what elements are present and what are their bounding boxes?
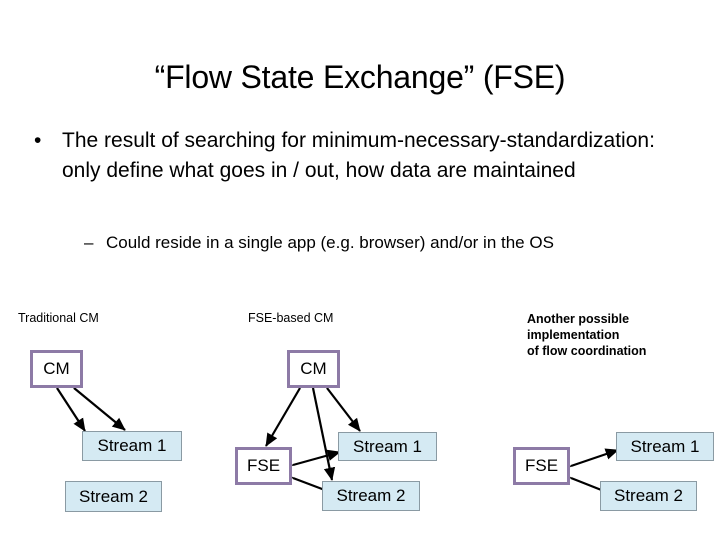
- node-mid-cm[interactable]: CM: [287, 350, 340, 388]
- node-label: FSE: [246, 456, 281, 475]
- node-label: FSE: [524, 456, 559, 475]
- diagram-column-label-traditional: Traditional CM: [18, 311, 99, 325]
- edge-left-cm-stream2: [45, 374, 86, 432]
- bullet-level-2: – Could reside in a single app (e.g. bro…: [84, 231, 694, 255]
- node-right-stream-2[interactable]: Stream 2: [600, 481, 697, 511]
- node-label: Stream 2: [614, 486, 683, 505]
- node-mid-stream-1[interactable]: Stream 1: [338, 432, 437, 461]
- page-title: “Flow State Exchange” (FSE): [154, 59, 566, 95]
- node-label: Stream 2: [79, 486, 148, 506]
- node-label: CM: [300, 359, 327, 378]
- node-mid-stream-2[interactable]: Stream 2: [322, 481, 420, 511]
- node-mid-fse[interactable]: FSE: [235, 447, 292, 485]
- diagram-column-label-fse-based: FSE-based CM: [248, 311, 334, 325]
- node-right-fse[interactable]: FSE: [513, 447, 570, 485]
- node-left-cm[interactable]: CM: [30, 350, 83, 388]
- edge-mid-cm-fse: [265, 374, 312, 447]
- node-label: Stream 1: [353, 436, 422, 456]
- edge-mid-cm-stream1: [314, 374, 361, 432]
- node-label: CM: [43, 359, 70, 378]
- diagram-note: Another possible implementation of flow …: [527, 312, 647, 358]
- node-right-stream-1[interactable]: Stream 1: [616, 432, 714, 461]
- node-left-stream-2[interactable]: Stream 2: [65, 481, 162, 512]
- bullet-text: The result of searching for minimum-nece…: [62, 129, 655, 182]
- node-label: Stream 1: [630, 436, 700, 456]
- edge-left-cm-stream1: [60, 375, 126, 431]
- edge-mid-cm-stream2: [304, 374, 336, 481]
- node-left-stream-1[interactable]: Stream 1: [82, 431, 182, 461]
- node-label: Stream 2: [336, 486, 406, 505]
- bullet-level-1: • The result of searching for minimum-ne…: [34, 126, 674, 186]
- node-label: Stream 1: [97, 436, 167, 455]
- sub-bullet-marker: –: [84, 233, 94, 252]
- edge-right-fse-stream1: [557, 448, 619, 476]
- sub-bullet-text: Could reside in a single app (e.g. brows…: [106, 233, 554, 252]
- edge-mid-fse-stream1: [279, 449, 341, 474]
- bullet-marker: •: [34, 129, 42, 152]
